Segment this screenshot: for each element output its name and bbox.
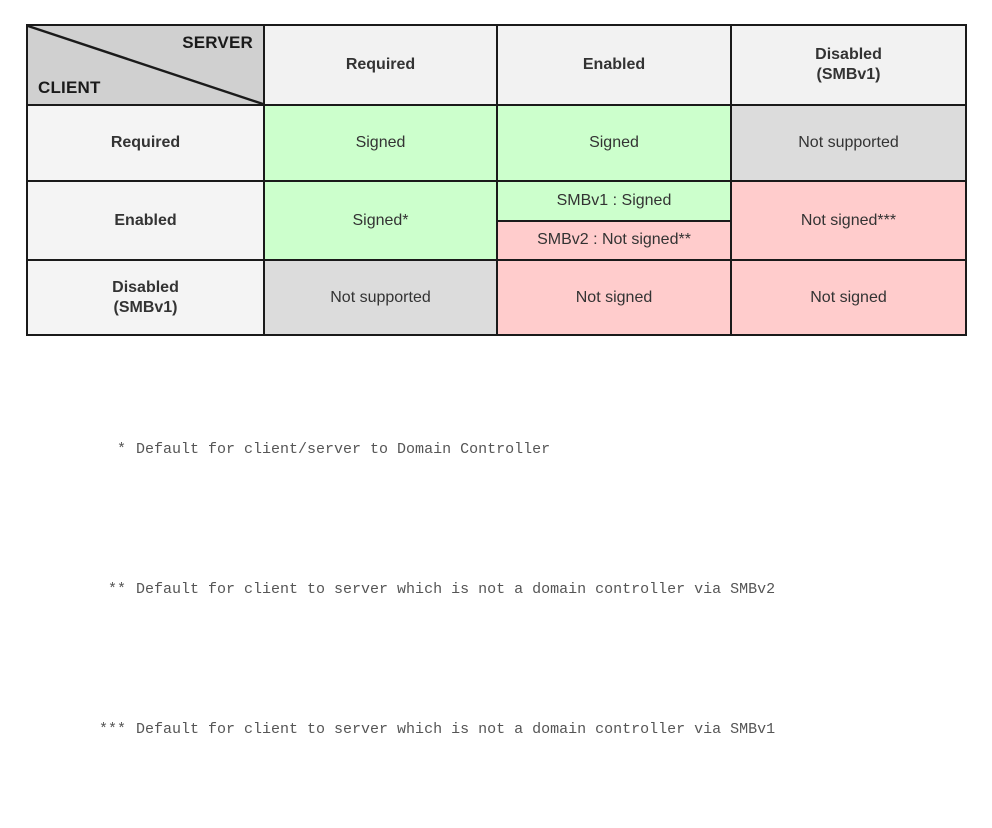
smb-signing-matrix-page: SERVER CLIENT Required Enabled Disabled … (26, 24, 967, 738)
footnote-3: *** Default for client to server which is… (26, 688, 976, 772)
row-header-enabled: Enabled (26, 180, 265, 261)
footnote-2: ** Default for client to server which is … (26, 548, 976, 632)
row-header-disabled: Disabled (SMBv1) (26, 259, 265, 336)
footnote-3-text: Default for client to server which is no… (136, 721, 776, 738)
cell-enabled-enabled-split: SMBv1 : Signed SMBv2 : Not signed** (496, 180, 732, 261)
cell-disabled-enabled: Not signed (496, 259, 732, 336)
server-axis-label: SERVER (182, 33, 253, 52)
footnote-2-marker: ** (108, 581, 127, 598)
cell-enabled-disabled: Not signed*** (730, 180, 967, 261)
column-header-disabled: Disabled (SMBv1) (730, 24, 967, 106)
column-header-disabled-line2: (SMBv1) (816, 66, 881, 83)
footnote-1: *Default for client/server to Domain Con… (26, 408, 976, 492)
cell-enabled-enabled-smbv2: SMBv2 : Not signed** (498, 221, 730, 259)
cell-enabled-enabled-smbv1: SMBv1 : Signed (498, 182, 730, 222)
corner-header-cell: SERVER CLIENT (26, 24, 265, 106)
cell-disabled-disabled: Not signed (730, 259, 967, 336)
footnotes-block: *Default for client/server to Domain Con… (26, 352, 976, 828)
row-header-required-line1: Required (110, 134, 181, 151)
column-header-required: Required (263, 24, 498, 106)
column-header-enabled: Enabled (496, 24, 732, 106)
row-header-disabled-line2: (SMBv1) (113, 298, 178, 316)
smb-signing-matrix-table: SERVER CLIENT Required Enabled Disabled … (26, 24, 967, 336)
footnote-1-marker: * (117, 441, 127, 458)
table-row: Required Signed Signed Not supported (26, 104, 967, 182)
row-header-disabled-line1: Disabled (112, 278, 179, 296)
table-row: Disabled (SMBv1) Not supported Not signe… (26, 259, 967, 336)
row-header-enabled-line1: Enabled (114, 211, 177, 229)
diagonal-divider-icon (28, 26, 263, 104)
table-header-row: SERVER CLIENT Required Enabled Disabled … (26, 24, 967, 106)
row-header-required: Required (26, 104, 265, 182)
table-row: Enabled Signed* SMBv1 : Signed SMBv2 : N… (26, 180, 967, 261)
client-axis-label: CLIENT (38, 77, 101, 97)
column-header-required-line1: Required (345, 56, 416, 73)
cell-required-required: Signed (263, 104, 498, 182)
column-header-enabled-line1: Enabled (582, 56, 646, 73)
cell-required-disabled: Not supported (730, 104, 967, 182)
cell-required-enabled: Signed (496, 104, 732, 182)
cell-enabled-required: Signed* (263, 180, 498, 261)
column-header-disabled-line1: Disabled (815, 46, 882, 63)
footnote-2-text: Default for client to server which is no… (136, 581, 776, 598)
footnote-3-marker: *** (99, 721, 127, 738)
cell-disabled-required: Not supported (263, 259, 498, 336)
